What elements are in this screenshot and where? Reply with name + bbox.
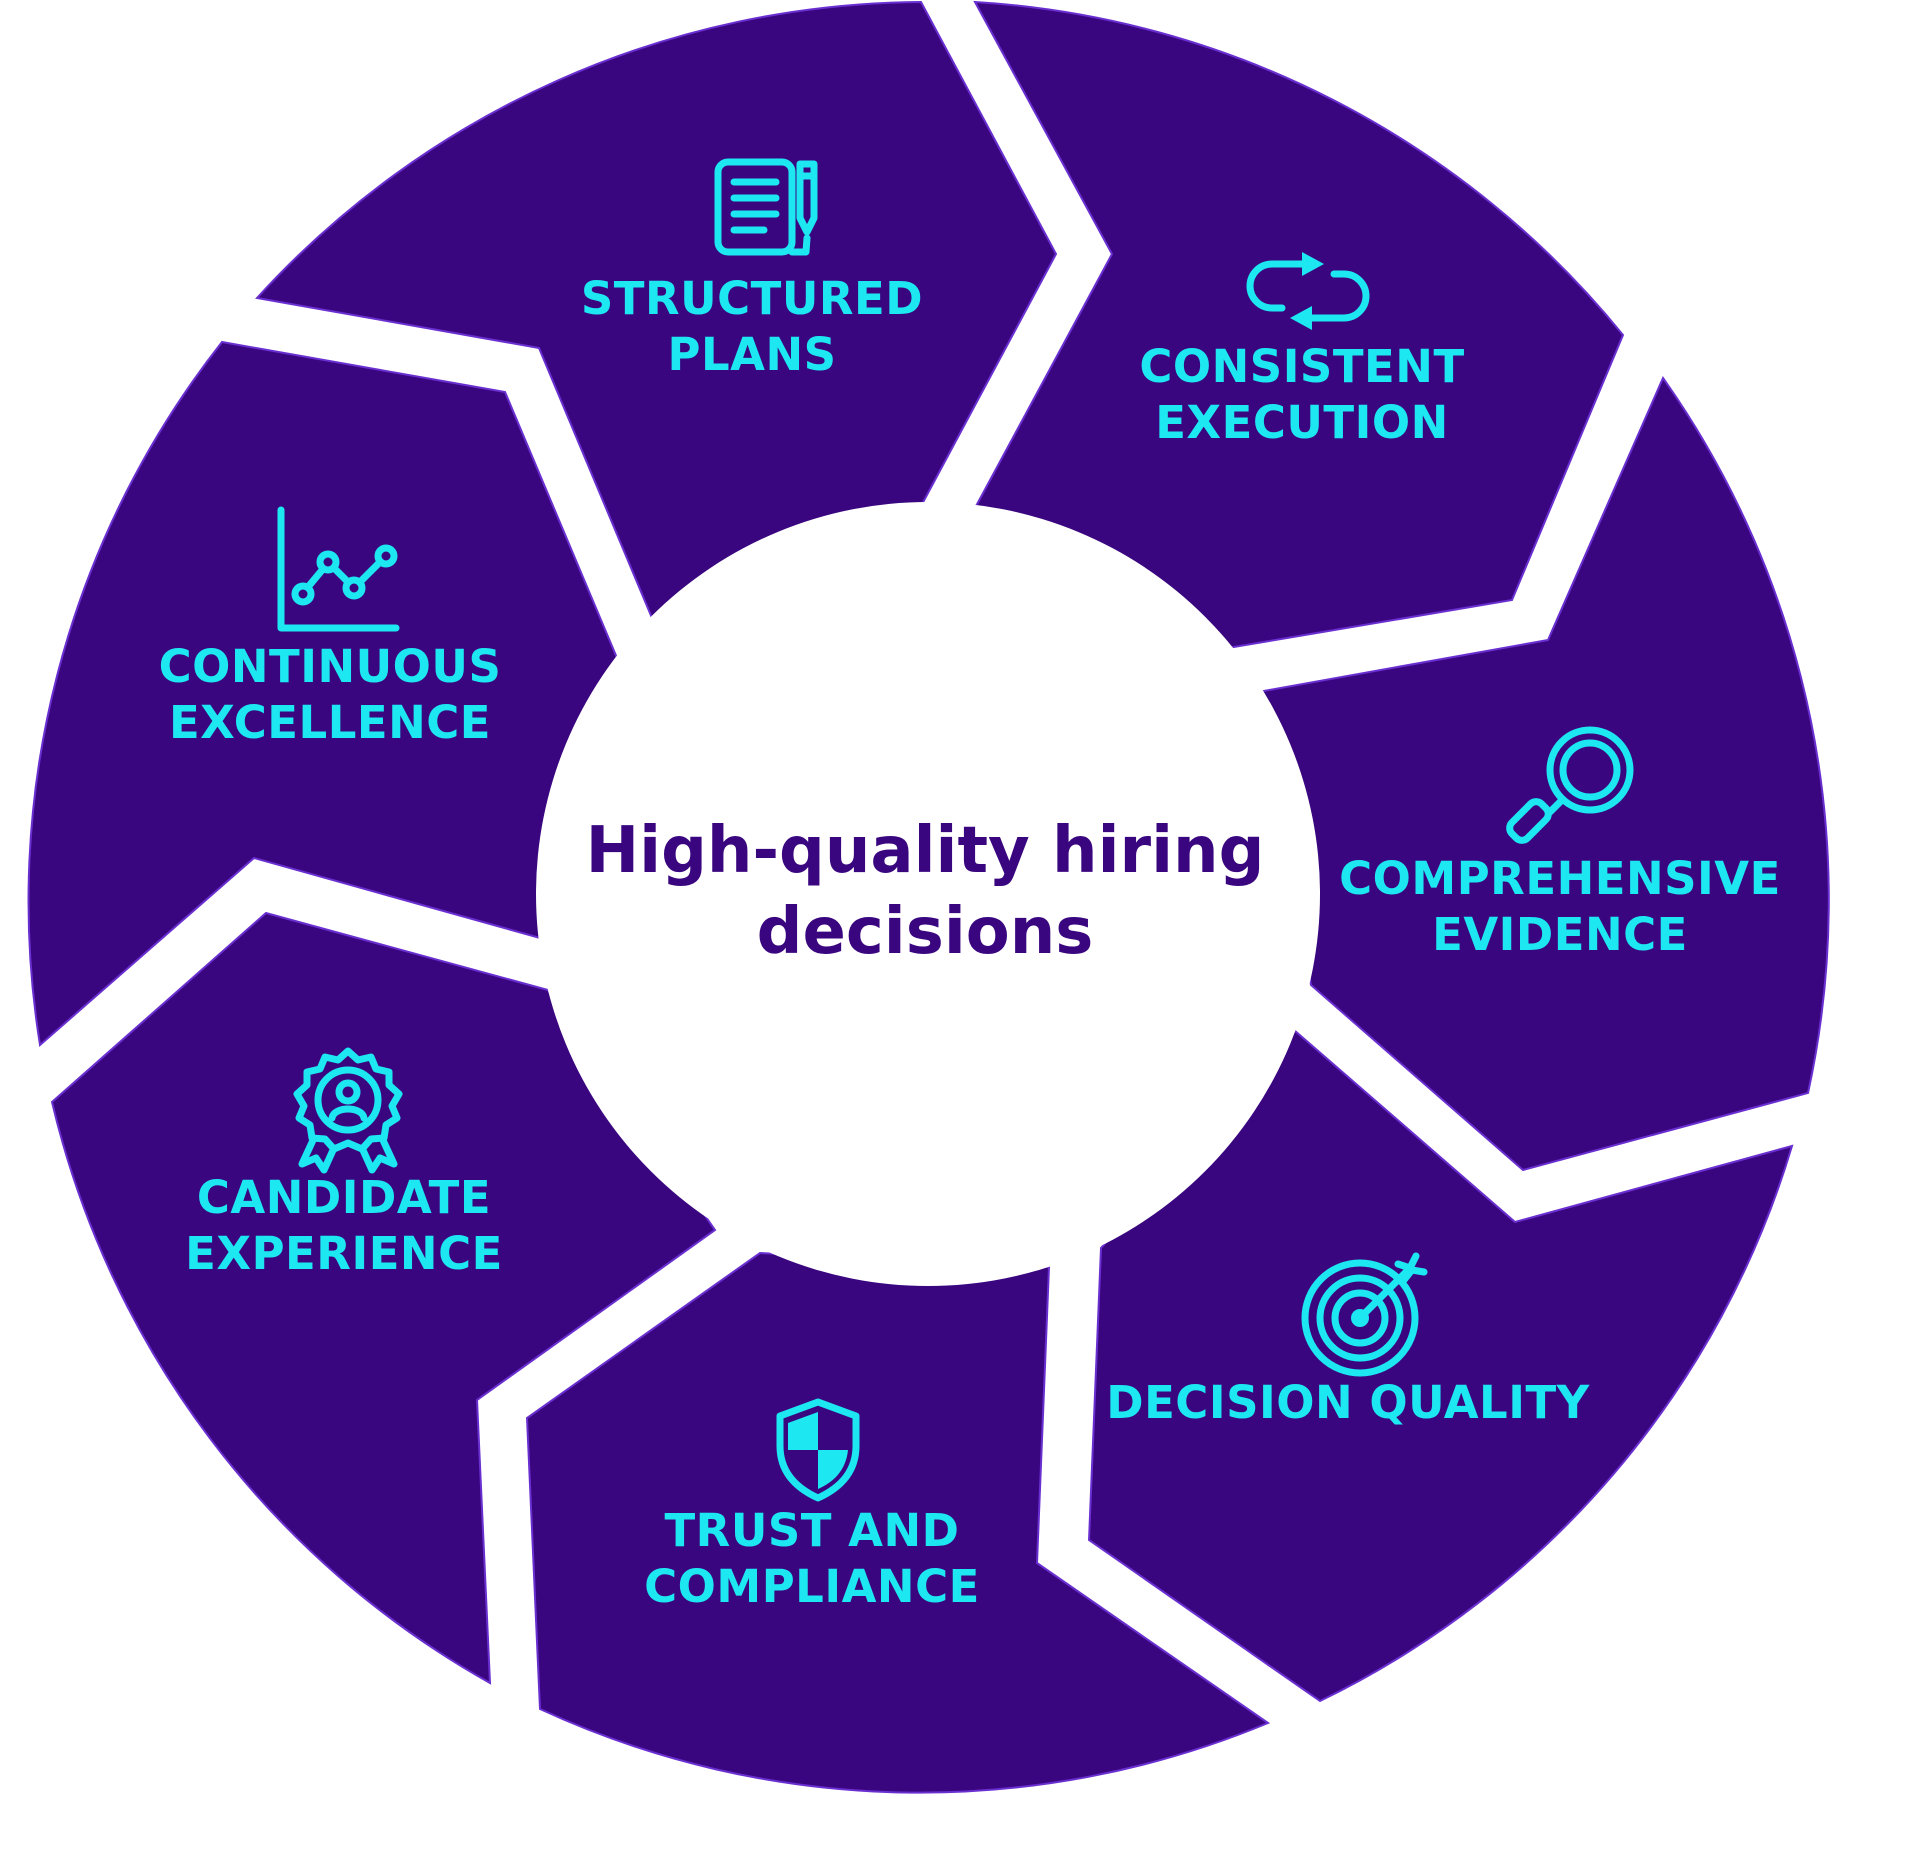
segment-label-structured-plans-2: PLANS [667,328,836,381]
award-badge-icon [293,1047,403,1174]
segment-label-consistent-execution-1: CONSISTENT [1139,340,1464,393]
segment-consistent-execution [973,0,1625,650]
segment-label-candidate-experience-2: EXPERIENCE [185,1227,503,1280]
segment-label-comprehensive-evidence-1: COMPREHENSIVE [1339,852,1781,905]
segment-label-consistent-execution-2: EXECUTION [1155,396,1449,449]
center-title-line2: decisions [757,895,1094,969]
line-chart-icon [277,506,400,632]
segment-comprehensive-evidence [1256,375,1830,1172]
segment-label-candidate-experience-1: CANDIDATE [197,1171,491,1224]
segment-candidate-experience [50,911,717,1685]
target-arrow-icon [1301,1252,1428,1377]
shield-icon [776,1398,860,1502]
segment-label-comprehensive-evidence-2: EVIDENCE [1432,908,1688,961]
segment-label-trust-and-compliance-2: COMPLIANCE [644,1560,980,1613]
center-circle [536,502,1320,1286]
segment-label-trust-and-compliance-1: TRUST AND [664,1504,959,1557]
segment-label-structured-plans-1: STRUCTURED [581,272,923,325]
segment-label-continuous-excellence-2: EXCELLENCE [169,696,491,749]
repeat-cycle-icon [1246,252,1370,330]
segment-label-decision-quality: DECISION QUALITY [1106,1376,1590,1429]
segment-continuous-excellence [27,340,619,1047]
segment-structured-plans [255,0,1058,620]
document-pencil-icon [714,158,818,256]
center-title-line1: High-quality hiring [586,814,1265,888]
segment-trust-and-compliance [525,1251,1271,1794]
segment-label-continuous-excellence-1: CONTINUOUS [159,640,502,693]
magnifier-icon [1506,726,1634,844]
segment-decision-quality [1087,1028,1794,1703]
